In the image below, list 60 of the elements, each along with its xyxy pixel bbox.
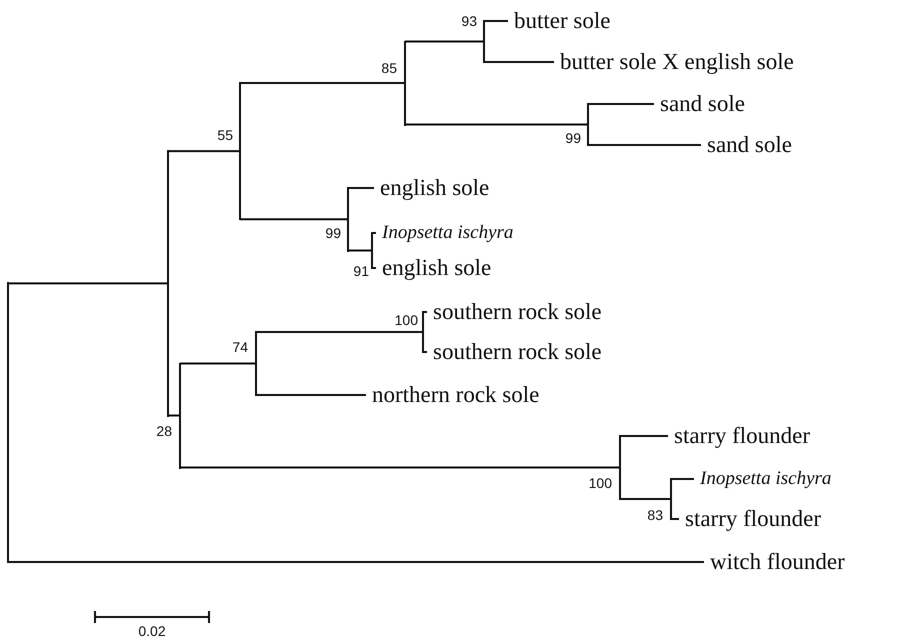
bootstrap-value: 99 <box>565 130 581 146</box>
branch-line <box>168 414 180 416</box>
branch-line <box>671 478 694 480</box>
bootstrap-value: 74 <box>232 339 248 355</box>
branch-node-line <box>347 187 349 252</box>
taxon-label: english sole <box>380 175 490 201</box>
branch-node-line <box>255 331 257 396</box>
taxon-label: butter sole <box>514 8 610 34</box>
taxon-label: english sole <box>382 255 492 281</box>
branch-line <box>168 150 240 152</box>
branch-line <box>240 82 405 84</box>
branch-line <box>240 218 348 220</box>
bootstrap-value: 99 <box>325 225 341 241</box>
branch-line <box>348 187 374 189</box>
bootstrap-value: 100 <box>394 312 418 328</box>
branch-line <box>588 144 701 146</box>
bootstrap-value: 93 <box>461 13 477 29</box>
taxon-label: southern rock sole <box>433 339 602 365</box>
branch-node-line <box>422 311 424 353</box>
branch-line <box>405 124 588 126</box>
branch-node-line <box>619 435 621 500</box>
scale-value: 0.02 <box>138 623 166 639</box>
bootstrap-value: 28 <box>156 423 172 439</box>
taxon-label: sand sole <box>660 91 745 117</box>
branch-node-line <box>179 362 181 468</box>
taxon-label: butter sole X english sole <box>560 49 794 75</box>
branch-line <box>8 282 168 284</box>
branch-line <box>256 331 423 333</box>
branch-node-line <box>670 478 672 520</box>
bootstrap-value: 55 <box>217 127 233 143</box>
taxon-label: southern rock sole <box>433 299 602 325</box>
branch-line <box>620 498 671 500</box>
branch-node-line <box>404 40 406 126</box>
branch-node-line <box>587 103 589 146</box>
taxon-label: sand sole <box>707 132 792 158</box>
bootstrap-value: 85 <box>381 60 397 76</box>
branch-node-line <box>483 20 485 63</box>
branch-line <box>348 250 372 252</box>
branch-line <box>256 394 366 396</box>
taxon-label: witch flounder <box>710 549 845 575</box>
taxon-label: starry flounder <box>674 423 810 449</box>
branch-line <box>180 466 620 468</box>
taxon-label: Inopsetta ischyra <box>382 220 514 246</box>
branch-line <box>484 61 554 63</box>
branch-node-line <box>371 232 373 269</box>
taxon-label: starry flounder <box>685 506 822 532</box>
branch-line <box>8 561 704 563</box>
branch-line <box>484 20 508 22</box>
branch-line <box>405 40 484 42</box>
taxon-label: Inopsetta ischyra <box>700 466 832 492</box>
branch-node-line <box>7 282 9 563</box>
branch-line <box>620 435 668 437</box>
bootstrap-value: 83 <box>647 507 663 523</box>
branch-node-line <box>167 150 169 416</box>
bootstrap-value: 100 <box>588 475 612 491</box>
taxon-label: northern rock sole <box>372 382 540 408</box>
bootstrap-value: 91 <box>353 263 369 279</box>
branch-line <box>588 103 654 105</box>
branch-node-line <box>239 82 241 220</box>
branch-line <box>180 362 256 364</box>
